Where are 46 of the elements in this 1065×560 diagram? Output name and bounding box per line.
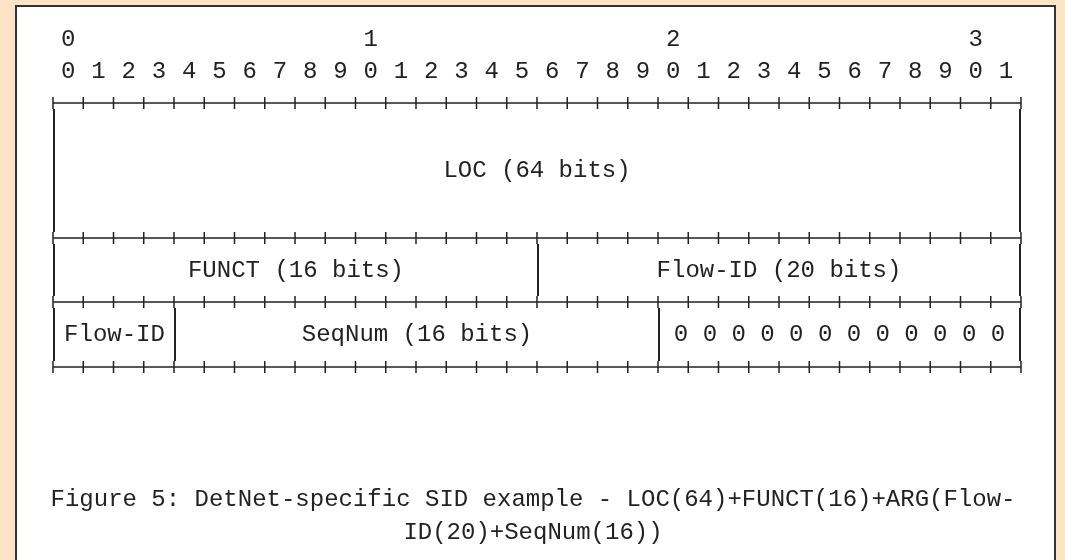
bit-number: 1 — [362, 26, 379, 54]
field-label: Flow-ID (20 bits) — [656, 256, 902, 284]
packet-field — [53, 109, 1021, 232]
bit-number: 5 — [816, 58, 833, 86]
bit-number: 9 — [937, 58, 954, 86]
bit-number: 0 — [362, 58, 379, 86]
bit-number: 1 — [90, 58, 107, 86]
bit-number: 7 — [574, 58, 591, 86]
bit-number: 2 — [725, 58, 742, 86]
bit-number: 8 — [301, 58, 319, 86]
bit-number: 0 — [59, 26, 77, 54]
bit-number: 0 — [664, 58, 682, 86]
bit-number: 5 — [513, 58, 531, 86]
bit-number: 1 — [997, 58, 1015, 86]
bit-number: 9 — [634, 58, 652, 86]
bit-number: 5 — [211, 58, 228, 86]
bit-number: 9 — [332, 58, 349, 86]
bit-number: 1 — [392, 58, 410, 86]
packet-field — [658, 308, 1021, 361]
bit-number: 7 — [271, 58, 289, 86]
bit-number: 7 — [876, 58, 894, 86]
bit-number: 3 — [453, 58, 470, 86]
bit-number: 4 — [180, 58, 198, 86]
field-label: FUNCT (16 bits) — [187, 256, 404, 284]
bit-number: 3 — [967, 26, 984, 54]
bit-number: 8 — [906, 58, 924, 86]
packet-field — [537, 244, 1021, 296]
bit-number: 8 — [604, 58, 621, 86]
field-label: SeqNum (16 bits) — [301, 321, 533, 348]
bit-number: 3 — [150, 58, 168, 86]
bit-number: 4 — [483, 58, 500, 86]
bit-number: 1 — [695, 58, 712, 86]
bit-number: 6 — [241, 58, 258, 86]
bit-number: 2 — [664, 26, 682, 54]
bit-number: 2 — [120, 58, 137, 86]
bit-number: 6 — [846, 58, 863, 86]
field-label: 0 0 0 0 0 0 0 0 0 0 0 0 — [673, 321, 1006, 348]
bit-number: 6 — [543, 58, 561, 86]
bit-number: 0 — [967, 58, 984, 86]
figure-caption: Figure 5: DetNet-specific SID example - LOC(64)+FUNCT(16)+ARG(Flow-ID(20)+SeqNum(16)) — [49, 485, 1017, 548]
bit-number: 0 — [59, 58, 77, 86]
bit-number: 3 — [755, 58, 773, 86]
field-label: Flow-ID — [64, 321, 165, 348]
bit-number: 2 — [422, 58, 440, 86]
field-label: LOC (64 bits) — [443, 157, 631, 184]
bit-number: 4 — [785, 58, 803, 86]
